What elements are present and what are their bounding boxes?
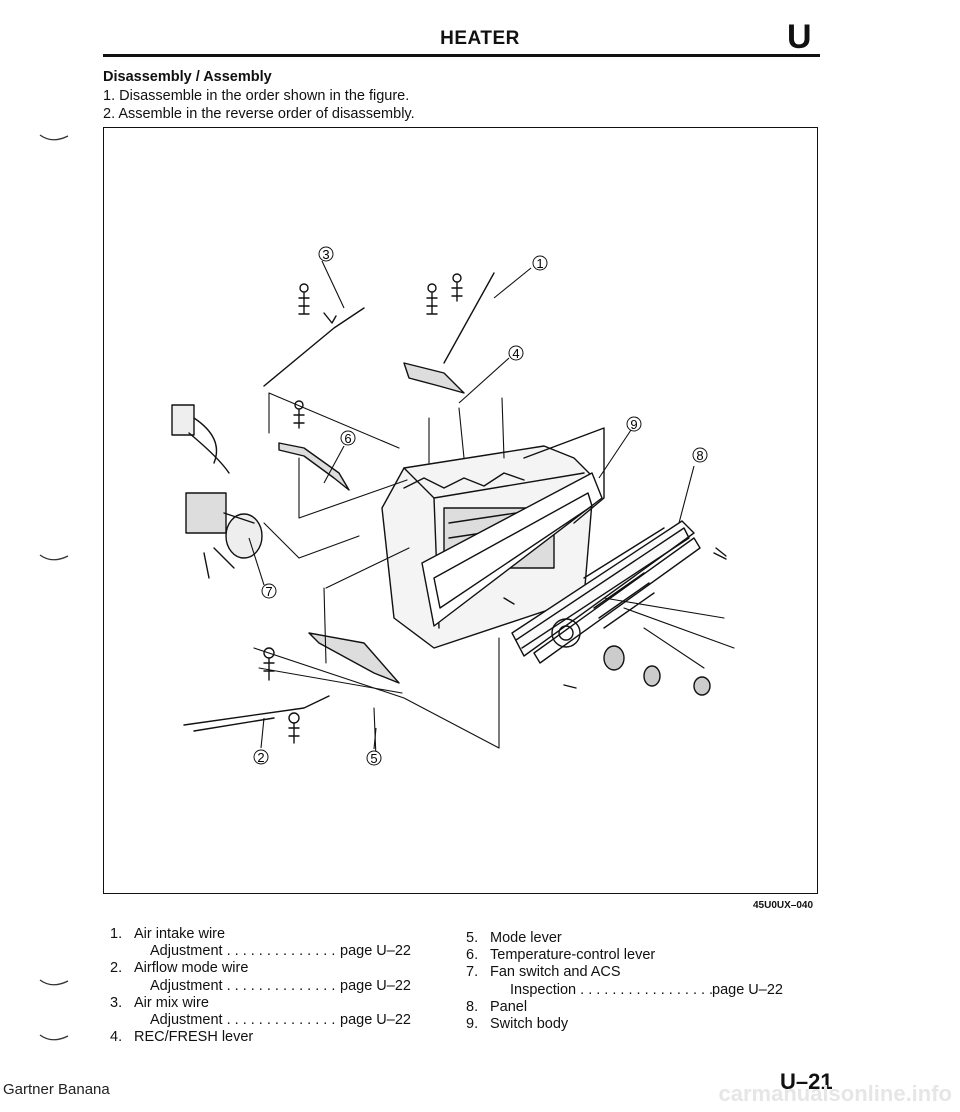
- knobs-drawing: [603, 645, 711, 696]
- callout-leaders: [248, 260, 695, 750]
- levers-drawing: [278, 362, 465, 684]
- callout-5: 5: [366, 750, 382, 766]
- svg-text:9: 9: [630, 417, 637, 432]
- callout-3: 3: [318, 246, 334, 262]
- svg-text:7: 7: [265, 584, 272, 599]
- part-5: 5.Mode lever: [466, 930, 562, 946]
- header-rule: [103, 54, 820, 57]
- parts-legend-left: 1.Air intake wire Adjustmentpage U–22 2.…: [110, 926, 455, 1046]
- section-letter: U: [787, 18, 812, 56]
- watermark: carmanualsonline.info: [718, 1081, 953, 1106]
- part-7-inspection: Inspectionpage U–22: [466, 982, 821, 999]
- callout-4: 4: [508, 345, 524, 361]
- callout-1: 1: [532, 255, 548, 271]
- fan-switch-drawing: [171, 404, 263, 579]
- svg-text:5: 5: [370, 751, 377, 766]
- part-6: 6.Temperature-control lever: [466, 947, 656, 964]
- switch-body-frame: [421, 472, 603, 627]
- part-3: 3.Air mix wire: [110, 994, 209, 1011]
- callout-7: 7: [261, 583, 277, 599]
- part-4: 4.REC/FRESH lever: [110, 1029, 254, 1046]
- part-9: 9.Switch body: [466, 1016, 569, 1033]
- part-7: 7.Fan switch and ACS: [466, 964, 621, 981]
- svg-text:1: 1: [536, 256, 543, 271]
- instruction-step-2: 2. Assemble in the reverse order of disa…: [103, 106, 415, 122]
- part-1-adjustment: Adjustmentpage U–22: [110, 943, 455, 960]
- part-3-adjustment: Adjustmentpage U–22: [110, 1012, 455, 1029]
- panel-drawing: [511, 520, 701, 664]
- figure-frame: 3 1 4 6 9 8 7 2 5: [103, 127, 818, 894]
- svg-text:3: 3: [322, 247, 329, 262]
- guide-lines: [253, 392, 735, 759]
- margin-mark: [39, 1034, 69, 1041]
- footer-note: Gartner Banana: [3, 1081, 110, 1098]
- part-2: 2.Airflow mode wire: [110, 960, 249, 977]
- screws-drawing: [263, 273, 727, 744]
- section-title: Disassembly / Assembly: [103, 69, 272, 85]
- margin-mark: [39, 134, 69, 141]
- part-8: 8.Panel: [466, 998, 528, 1015]
- page-number: U–21: [780, 1069, 833, 1094]
- part-1: 1.Air intake wire: [110, 926, 226, 942]
- figure-code: 45U0UX–040: [753, 900, 814, 911]
- margin-mark: [39, 979, 69, 986]
- parts-legend-right: 5.Mode lever 6.Temperature-control lever…: [466, 926, 821, 1033]
- svg-text:6: 6: [344, 431, 351, 446]
- heater-control-exploded-view: 3 1 4 6 9 8 7 2 5: [171, 246, 735, 766]
- callouts: 3 1 4 6 9 8 7 2 5: [253, 246, 708, 766]
- wires-drawing: [183, 272, 495, 732]
- callout-8: 8: [692, 447, 708, 463]
- page-header-title: HEATER: [440, 28, 520, 49]
- margin-mark: [39, 554, 69, 561]
- svg-text:4: 4: [512, 346, 519, 361]
- callout-9: 9: [626, 416, 642, 432]
- svg-text:2: 2: [257, 750, 264, 765]
- callout-2: 2: [253, 749, 269, 765]
- instruction-step-1: 1. Disassemble in the order shown in the…: [103, 88, 410, 104]
- callout-6: 6: [340, 430, 356, 446]
- part-2-adjustment: Adjustmentpage U–22: [110, 978, 455, 995]
- svg-text:8: 8: [696, 448, 703, 463]
